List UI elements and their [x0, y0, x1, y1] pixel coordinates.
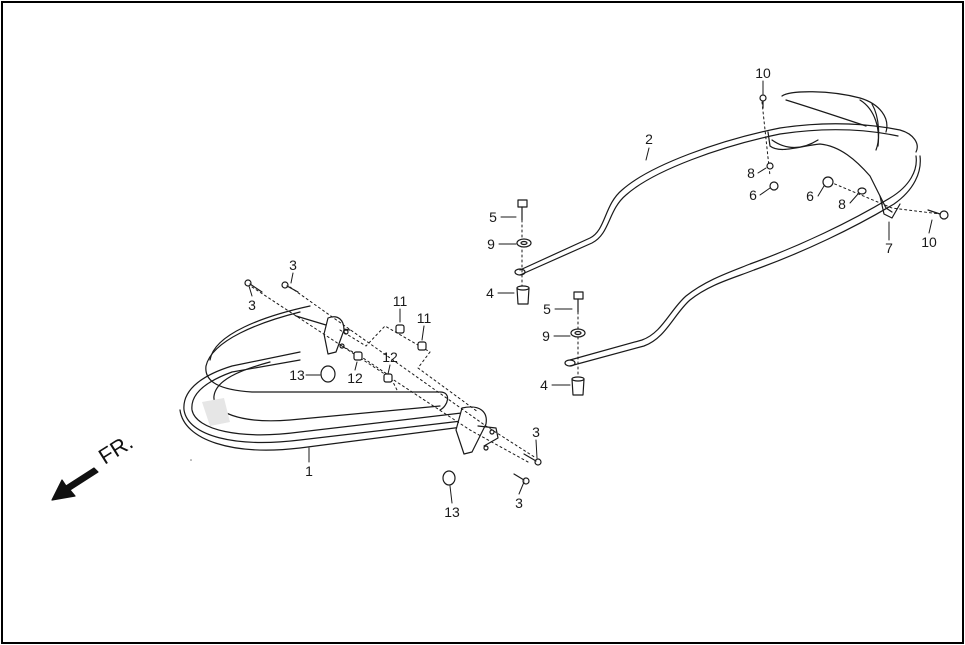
front-direction-arrow-icon: [51, 467, 99, 501]
rear-frame-part-2: [514, 91, 921, 367]
screw-icon: [513, 473, 530, 485]
callout-number: 6: [749, 187, 757, 203]
callout-number: 11: [392, 293, 408, 309]
fasteners: [244, 94, 949, 486]
callout-number: 8: [838, 196, 846, 212]
callout-number: 13: [444, 504, 460, 520]
callout-number: 1: [305, 463, 313, 479]
callout-number: 7: [885, 240, 893, 256]
callout-number: 11: [416, 310, 432, 326]
callout-number: 5: [543, 301, 551, 317]
callout-number: 12: [382, 349, 398, 365]
front-guard-part-1: [179, 305, 499, 455]
callout-number: 10: [755, 65, 771, 81]
callout-number: 4: [540, 377, 548, 393]
callout-number: 8: [747, 165, 755, 181]
callout-number: 3: [248, 297, 256, 313]
bolt-icon: [927, 209, 949, 220]
bolt-icon: [573, 291, 584, 313]
callout-number: 10: [921, 234, 937, 250]
callout-number: 3: [515, 495, 523, 511]
callout-number: 4: [486, 285, 494, 301]
screw-icon: [244, 279, 263, 293]
callout-number: 3: [532, 424, 540, 440]
assembly-lines: [251, 101, 941, 463]
callout-number: 2: [645, 131, 653, 147]
callout-number: 6: [806, 188, 814, 204]
callout-number: 13: [289, 367, 305, 383]
screw-icon: [523, 453, 542, 466]
bolt-icon: [759, 94, 767, 109]
bolt-icon: [517, 199, 528, 221]
screw-icon: [281, 281, 299, 293]
callout-leaders: [248, 80, 933, 504]
callout-number: 5: [489, 209, 497, 225]
callout-number: 9: [487, 236, 495, 252]
callout-number: 9: [542, 328, 550, 344]
callout-number: 3: [289, 257, 297, 273]
callout-number: 12: [347, 370, 363, 386]
